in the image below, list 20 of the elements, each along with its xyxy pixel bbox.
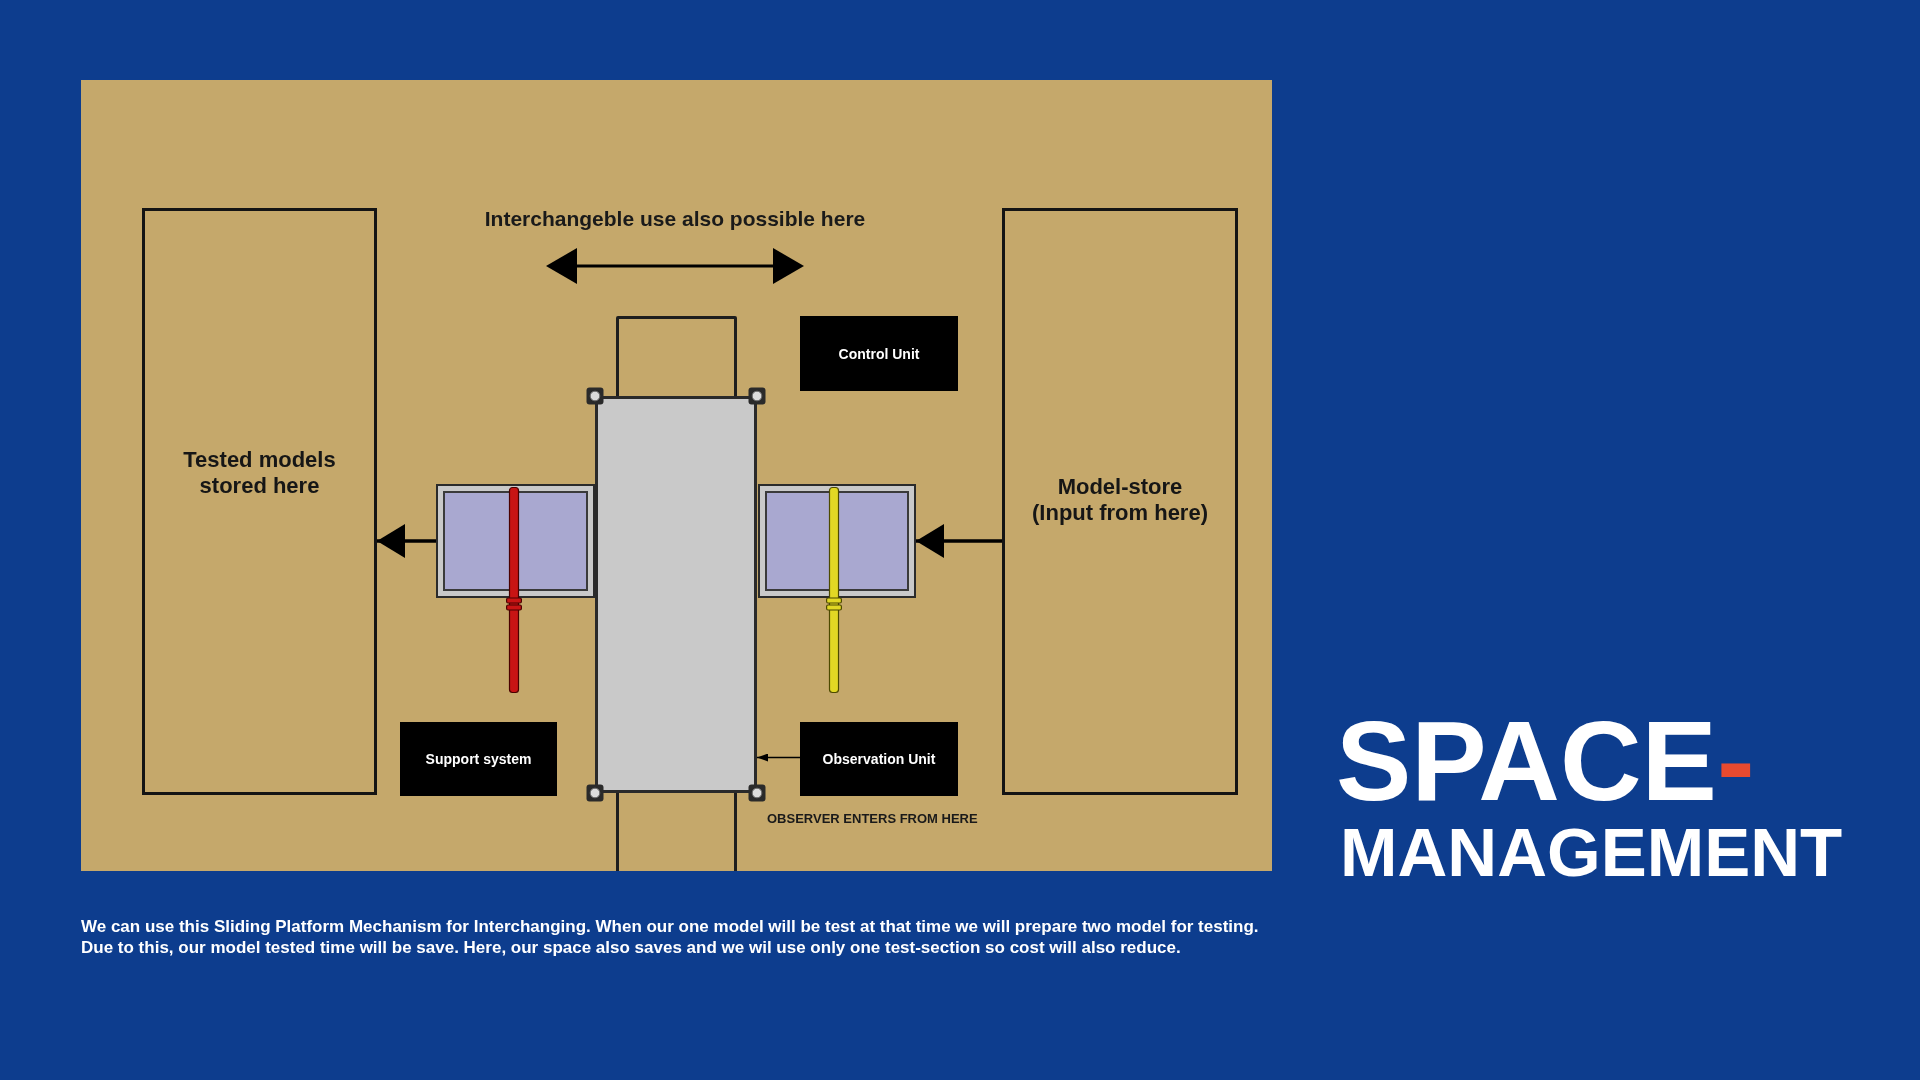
title: SPACE- MANAGEMENT bbox=[1336, 705, 1843, 887]
test-section bbox=[436, 484, 595, 598]
test-section bbox=[758, 484, 916, 598]
unit-block bbox=[800, 316, 958, 391]
unit-label: Support system bbox=[425, 750, 532, 768]
sliding-platform bbox=[595, 396, 757, 793]
caption: We can use this Sliding Platform Mechanism for Interchanging. When our one model will be test at that time we will prepare two model for testing. Due to this, our model tested time will be save. Here, our space also saves and we wil use only one test-section so cost will also reduce. bbox=[81, 916, 1260, 958]
unit-label: Observation Unit bbox=[822, 750, 936, 768]
entry-note: OBSERVER ENTERS FROM HERE bbox=[767, 810, 978, 827]
area-label: Model-store (Input from here) bbox=[1031, 474, 1209, 526]
unit-block bbox=[800, 722, 958, 796]
storage-area bbox=[1002, 208, 1238, 795]
unit-label: Control Unit bbox=[838, 344, 920, 363]
direction-label: Interchangeble use also possible here bbox=[484, 206, 866, 231]
arrow bbox=[916, 524, 1002, 558]
arrow bbox=[756, 753, 801, 762]
area-label: Tested models stored here bbox=[182, 447, 337, 499]
arrow bbox=[377, 524, 436, 558]
storage-area bbox=[142, 208, 377, 795]
unit-block bbox=[400, 722, 557, 796]
